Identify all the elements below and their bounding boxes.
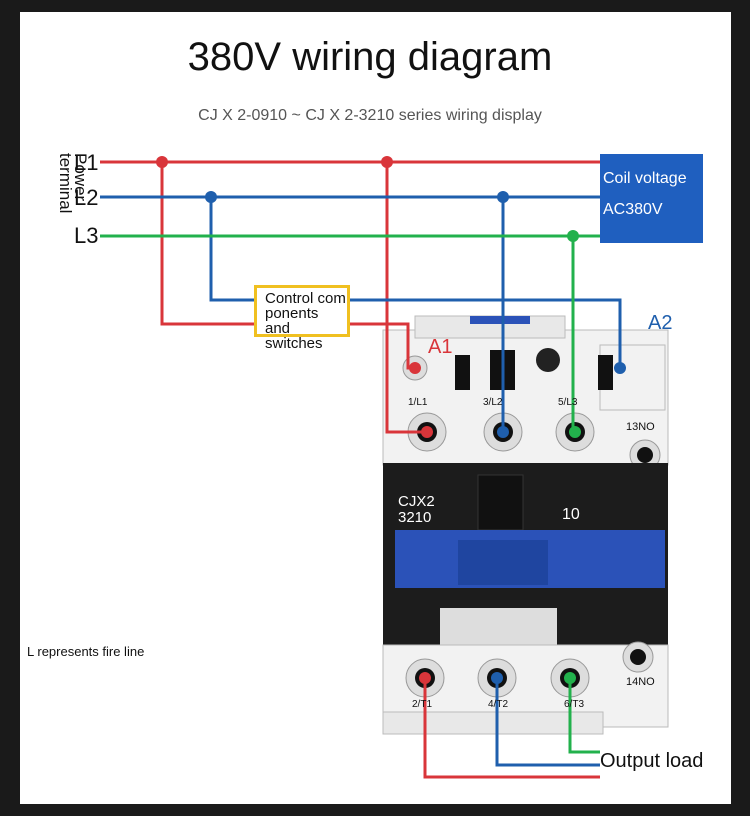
model-line1: CJX2 — [398, 493, 435, 510]
model-suffix: 10 — [562, 506, 580, 523]
connection-dot — [569, 426, 581, 438]
l3-label: L3 — [74, 223, 99, 248]
screw — [630, 649, 646, 665]
contactor-bottom-foot — [382, 711, 604, 735]
model-label: CJX2 3210 — [398, 494, 435, 526]
l1-label: L1 — [74, 150, 99, 175]
wire-l1 — [100, 160, 600, 779]
connection-dot — [564, 672, 576, 684]
diagram-subtitle: CJ X 2-0910 ~ CJ X 2-3210 series wiring … — [198, 107, 542, 124]
wire-l2 — [100, 195, 622, 767]
junction-dot — [205, 191, 217, 203]
junction-dot — [381, 156, 393, 168]
fire-line-note: L represents fire line — [27, 644, 145, 659]
terminal-label-1: 1/L1 — [408, 397, 428, 408]
control-line1: Control com — [265, 290, 346, 307]
a1-label: A1 — [428, 336, 453, 358]
slot — [598, 355, 613, 390]
aux-label-13no: 13NO — [626, 421, 655, 433]
coil-voltage-box: Coil voltage AC380V — [600, 154, 703, 243]
terminal-label-2: 2/T1 — [412, 699, 433, 710]
junction-dot — [497, 191, 509, 203]
wire-l3 — [100, 234, 600, 754]
armature-center — [458, 540, 548, 585]
coil-voltage-value: AC380V — [603, 201, 663, 218]
connection-dot — [491, 672, 503, 684]
connection-dot — [409, 362, 421, 374]
coil-voltage-label: Coil voltage — [603, 170, 687, 187]
connection-dot — [421, 426, 433, 438]
aux-label-14no: 14NO — [626, 676, 655, 688]
slot — [536, 348, 560, 372]
terminal-label-5: 5/L3 — [558, 397, 578, 408]
power-label-line2: terminal — [56, 153, 75, 214]
control-line3: switches — [265, 335, 323, 352]
slot — [455, 355, 470, 390]
terminal-label-3: 3/L2 — [483, 397, 503, 408]
control-line2: ponents and — [265, 305, 319, 337]
l2-label: L2 — [74, 185, 99, 210]
connection-dot — [419, 672, 431, 684]
body-recess — [477, 474, 524, 531]
control-components-box: Control com ponents and switches — [254, 285, 350, 351]
a2-label: A2 — [648, 312, 673, 334]
diagram-title: 380V wiring diagram — [187, 35, 553, 79]
junction-dot — [156, 156, 168, 168]
terminal-label-6: 6/T3 — [564, 699, 585, 710]
output-load-label: Output load — [600, 750, 704, 772]
junction-dot — [567, 230, 579, 242]
connection-dot — [614, 362, 626, 374]
model-line2: 3210 — [398, 509, 432, 526]
connection-dot — [497, 426, 509, 438]
contactor-blue-strip — [470, 316, 530, 324]
screw — [637, 447, 653, 463]
terminal-label-4: 4/T2 — [488, 699, 509, 710]
